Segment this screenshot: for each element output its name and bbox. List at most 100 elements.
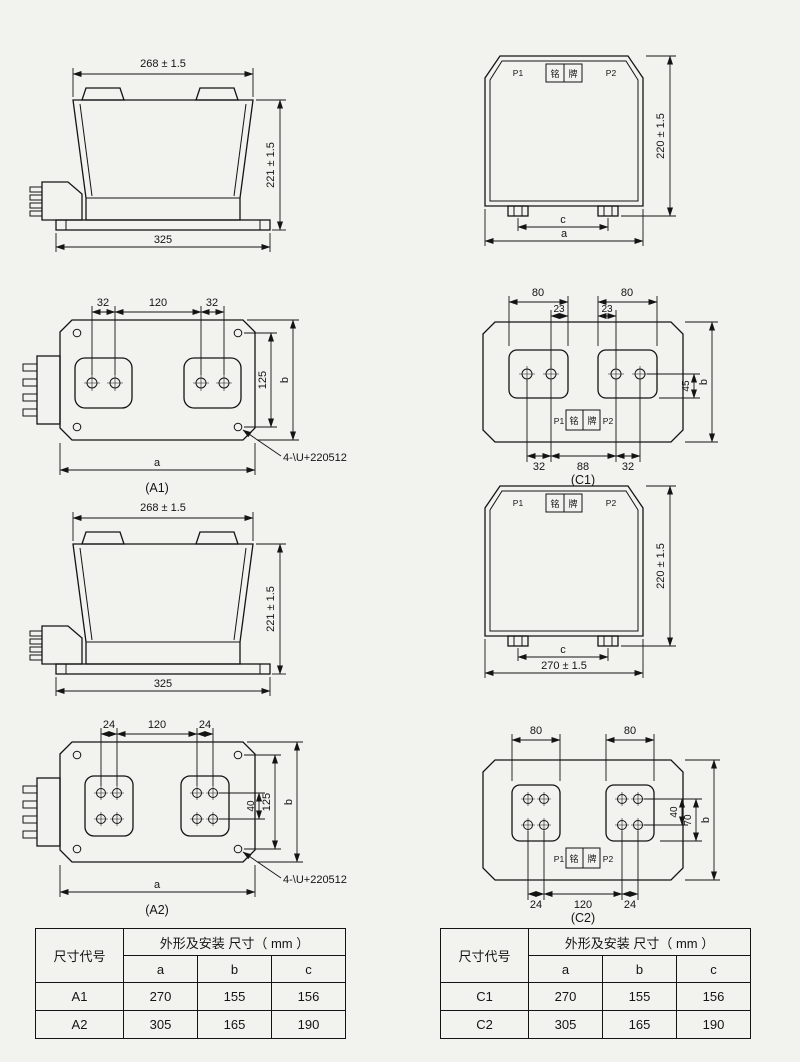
mounting-hole [233, 422, 243, 432]
table-cell: 165 [602, 1010, 677, 1039]
dim-hole-center: 120 [148, 719, 166, 731]
terminal-hole [94, 812, 108, 826]
dim-height: 220 ± 1.5 [621, 485, 676, 647]
dim-b-label: b [700, 817, 712, 823]
primary-terminal-pads [511, 784, 655, 842]
terminal-hole [631, 818, 645, 832]
table-header-group: 外形及安装 尺寸（ mm ） [528, 928, 751, 956]
dim-a-label: a [154, 457, 161, 469]
terminal-p2-label: P2 [606, 498, 617, 508]
nameplate: 铭 牌 [545, 493, 583, 513]
dim-b-label: b [283, 799, 295, 805]
device-body [484, 485, 644, 637]
table-cell: 190 [676, 1010, 751, 1039]
terminal-hole [190, 812, 204, 826]
dim-overall-width: 270 ± 1.5 [484, 639, 644, 678]
terminal-hole [521, 792, 535, 806]
dim-height: 220 ± 1.5 [621, 55, 676, 217]
dim-hole-spacing-bottom: 24 120 24 [527, 831, 639, 911]
secondary-terminal-block [22, 777, 61, 847]
mounting-hole [72, 844, 82, 854]
primary-terminal-pads [74, 357, 242, 409]
table-cell: 270 [528, 982, 603, 1011]
secondary-terminal-box [29, 625, 83, 665]
table-col-c: c [676, 955, 751, 983]
mounting-hole [233, 328, 243, 338]
dim-40-label: 40 [669, 806, 680, 818]
mounting-feet [507, 205, 619, 217]
table-cell-code: A2 [35, 1010, 124, 1039]
dim-width-a: a [59, 865, 256, 897]
table-col-a: a [123, 955, 198, 983]
dim-125-label: 125 [261, 793, 273, 811]
dim-width-a: a [59, 443, 256, 475]
table-cell: 270 [123, 982, 198, 1011]
dim-hole-spacing-top: 24 120 24 [100, 719, 214, 786]
terminal-hole [84, 375, 100, 391]
a1-side-view: 268 ± 1.5 221 ± 1.5 325 [29, 58, 286, 252]
dim-depth-b: b [247, 741, 303, 863]
terminal-p1-label: P1 [554, 854, 565, 864]
dim-offset-left-label: 23 [553, 304, 565, 315]
nameplate-char-1: 铭 [550, 498, 559, 509]
device-body [55, 87, 271, 231]
table-cell: 165 [197, 1010, 272, 1039]
view-label-c2: (C2) [571, 911, 595, 925]
dim-offset-right-label: 23 [601, 304, 613, 315]
device-body [59, 741, 256, 863]
device-body [482, 759, 684, 881]
dim-row-spacing: 40 [219, 792, 265, 820]
nameplate-char-2: 牌 [568, 68, 577, 79]
table-col-a: a [528, 955, 603, 983]
primary-terminal-pads [84, 775, 230, 837]
dim-hole-center: 120 [149, 297, 167, 309]
mounting-hole [233, 750, 243, 760]
dim-pad-left-label: 80 [532, 287, 544, 299]
dim-hole-offsets: 23 23 [550, 304, 617, 368]
table-cell: 156 [676, 982, 751, 1011]
hole-callout-label: 4-\U+220512 [283, 452, 347, 464]
view-label-c1: (C1) [571, 473, 595, 487]
terminal-hole [537, 818, 551, 832]
nameplate-char-1: 铭 [569, 853, 578, 864]
table-col-b: b [197, 955, 272, 983]
dim-70: 70 [660, 798, 702, 842]
terminal-p1-label: P1 [513, 68, 524, 78]
hole-callout: 4-\U+220512 [242, 851, 347, 886]
secondary-terminal-box [29, 181, 83, 221]
hole-callout: 4-\U+220512 [242, 429, 347, 464]
dim-b-label: b [698, 379, 710, 385]
nameplate: 铭 牌 [565, 409, 601, 431]
c2-top-view: 铭 牌 P1 P2 80 80 40 70 b 24 12 [482, 725, 720, 925]
dim-bottom-right-label: 32 [622, 461, 634, 473]
dim-c-label: c [560, 644, 566, 656]
c1-top-view: 铭 牌 P1 P2 80 80 23 23 45 b [482, 287, 718, 487]
dim-bottom-mid-label: 120 [574, 899, 592, 911]
dim-height: 221 ± 1.5 [256, 99, 286, 231]
table-row: C1 270 155 156 [440, 982, 751, 1011]
terminal-hole [519, 366, 535, 382]
dim-pad-hole-left: 32 [97, 297, 109, 309]
nameplate-char-1: 铭 [569, 415, 578, 426]
a2-top-view: 24 120 24 40 125 b a 4-\U+220512 (A2) [22, 719, 347, 917]
dim-pad-left-label: 80 [530, 725, 542, 737]
terminal-hole [107, 375, 123, 391]
terminal-p2-label: P2 [603, 416, 614, 426]
table-header-code: 尺寸代号 [440, 928, 529, 983]
terminal-p2-label: P2 [606, 68, 617, 78]
dim-125-label: 125 [257, 371, 269, 389]
terminal-hole [615, 818, 629, 832]
terminal-hole [537, 792, 551, 806]
device-body [55, 531, 271, 675]
device-body [482, 321, 684, 443]
dim-a-label: a [154, 879, 161, 891]
primary-terminal-pads [508, 349, 658, 399]
mounting-hole [72, 328, 82, 338]
terminal-hole [206, 786, 220, 800]
table-row: A1 270 155 156 [35, 982, 346, 1011]
terminal-hole [543, 366, 559, 382]
dim-base-width-label: 325 [154, 678, 172, 690]
dimension-table-a: 尺寸代号 外形及安装 尺寸（ mm ） a b c A1 270 155 156… [35, 928, 346, 1039]
dim-70-label: 70 [683, 814, 694, 826]
terminal-hole [608, 366, 624, 382]
